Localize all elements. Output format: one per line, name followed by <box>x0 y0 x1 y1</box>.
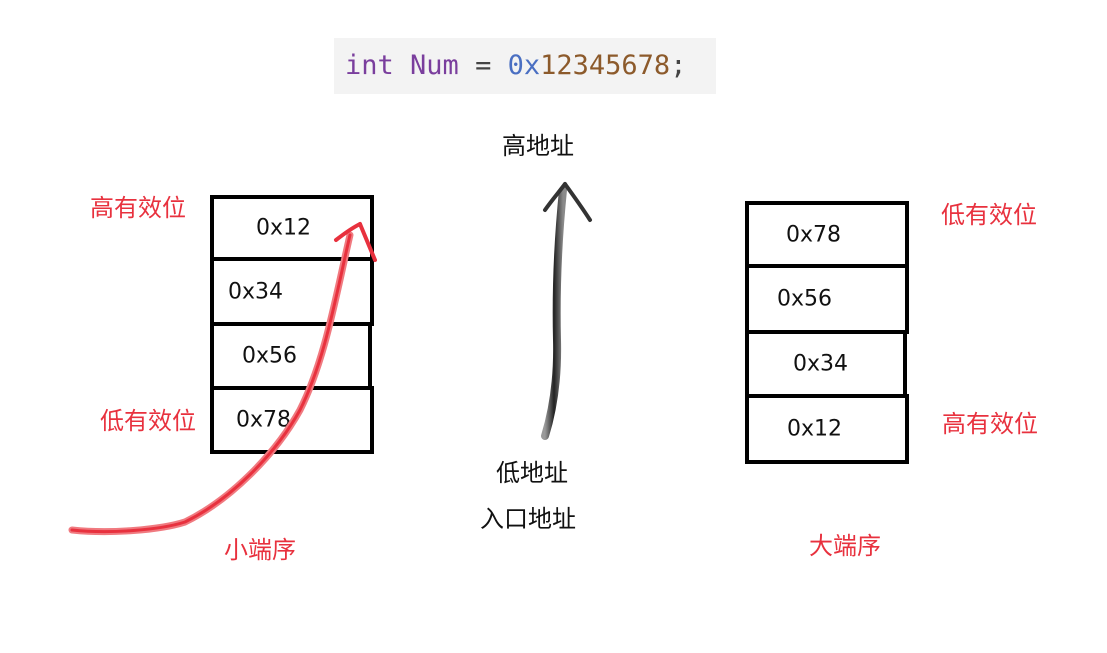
cell-value: 0x34 <box>228 279 284 304</box>
code-hex-prefix: 0x <box>507 50 541 81</box>
high-address-label: 高地址 <box>502 132 574 160</box>
big-endian-top-label: 低有效位 <box>941 201 1037 229</box>
cell-value: 0x34 <box>793 351 849 377</box>
address-direction-arrow <box>541 182 592 440</box>
little-endian-title: 小端序 <box>224 536 296 564</box>
cell-value: 0x78 <box>786 222 842 247</box>
little-endian-read-arrow <box>68 222 377 536</box>
code-hex-digits: 12345678 <box>540 50 671 81</box>
big-endian-bottom-label: 高有效位 <box>942 410 1038 438</box>
low-address-label: 低地址 <box>496 459 568 487</box>
entry-address-label: 入口地址 <box>480 505 576 533</box>
little-endian-cell: 0x34 <box>210 257 374 326</box>
big-endian-cell: 0x12 <box>745 394 909 464</box>
code-identifier: Num <box>410 50 459 81</box>
little-endian-cell: 0x78 <box>210 386 374 454</box>
cell-value: 0x12 <box>256 215 312 241</box>
code-keyword: int <box>345 50 394 81</box>
cell-value: 0x78 <box>236 407 292 433</box>
little-endian-high-label: 高有效位 <box>90 194 186 222</box>
little-endian-low-label: 低有效位 <box>100 407 196 435</box>
cell-value: 0x56 <box>242 343 298 369</box>
code-terminator: ; <box>670 50 687 81</box>
cell-value: 0x56 <box>777 286 833 312</box>
code-operator: = <box>475 50 492 81</box>
big-endian-title: 大端序 <box>809 532 881 560</box>
cell-value: 0x12 <box>787 416 843 442</box>
code-snippet: int Num = 0x12345678; <box>334 38 716 94</box>
